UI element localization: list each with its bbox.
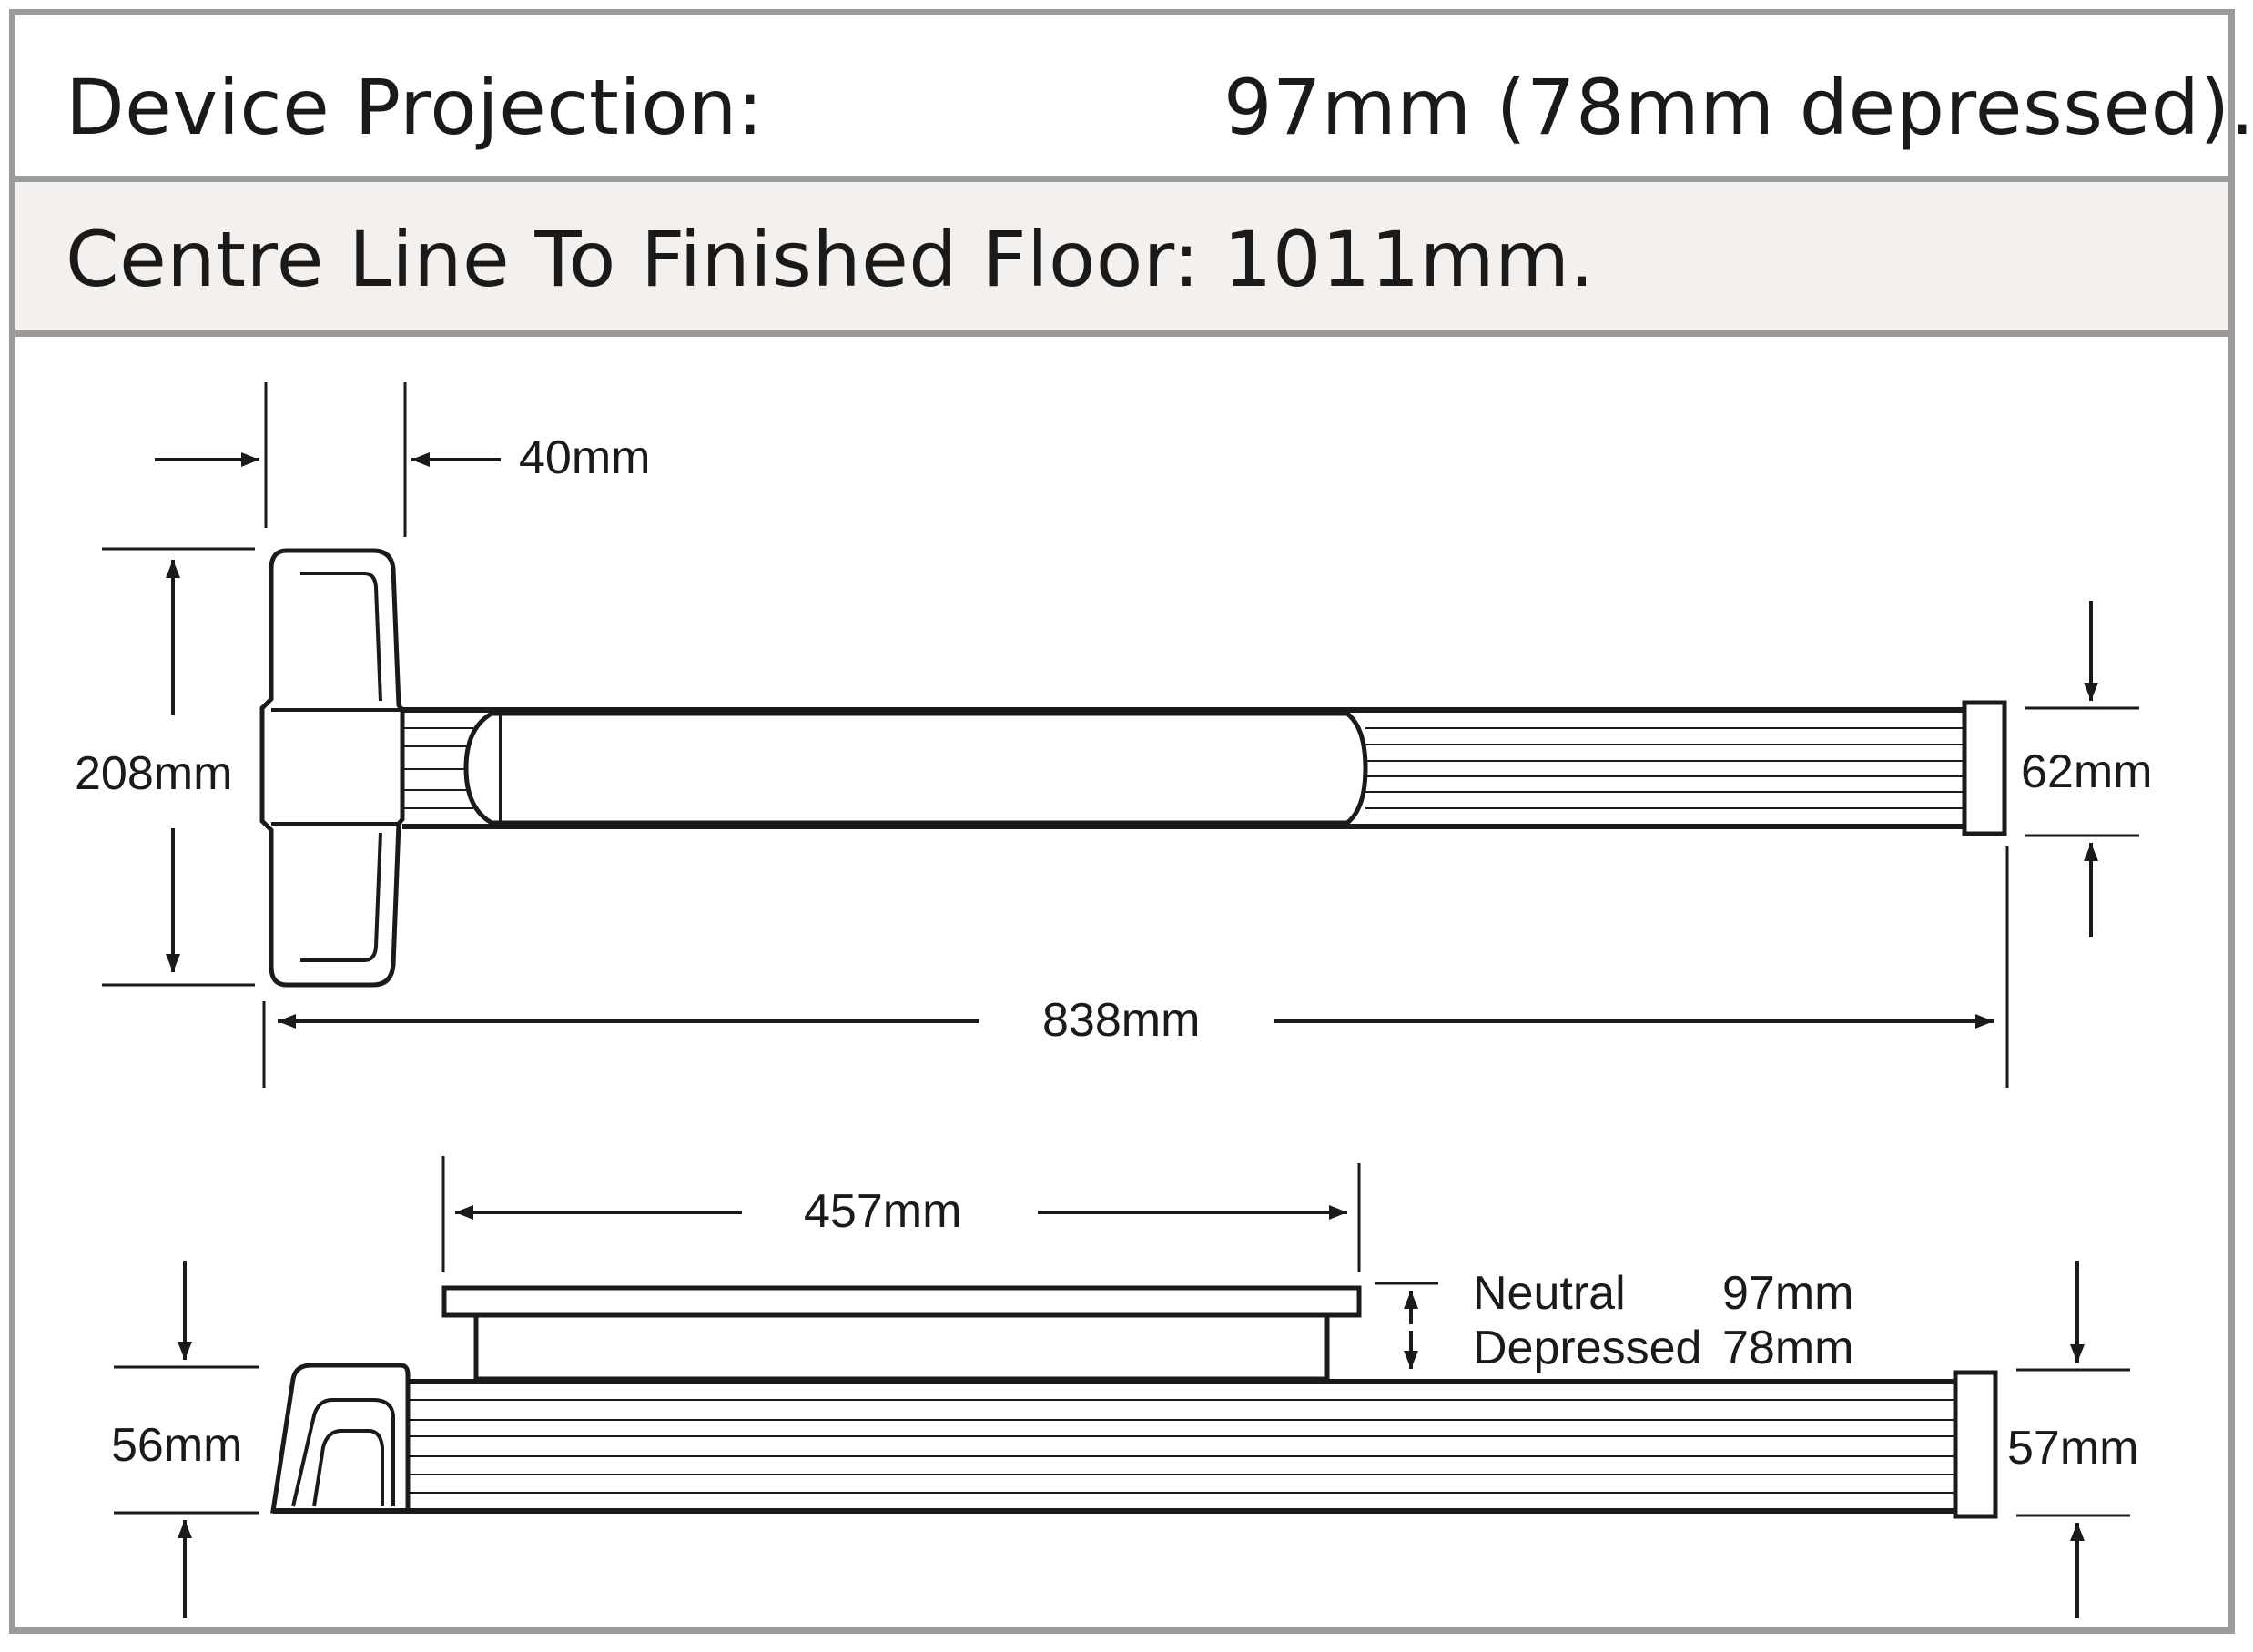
label-depressed: Depressed xyxy=(1473,1322,1701,1374)
side-view xyxy=(114,1156,2130,1618)
dim-travel xyxy=(1375,1282,1438,1369)
end-cap-housing xyxy=(259,548,405,988)
label-208mm: 208mm xyxy=(75,747,232,800)
channel-side xyxy=(273,1379,1955,1514)
label-neutral-value: 97mm xyxy=(1722,1267,1853,1320)
touch-pad xyxy=(463,711,1368,826)
label-neutral: Neutral xyxy=(1473,1267,1626,1320)
bar-body xyxy=(402,707,1964,829)
dim-touchbar-457 xyxy=(441,1156,1361,1272)
label-62mm: 62mm xyxy=(2021,745,2152,798)
touch-bar-side xyxy=(441,1285,1362,1318)
dim-width-40 xyxy=(155,382,501,537)
label-depressed-value: 78mm xyxy=(1722,1322,1853,1374)
label-57mm: 57mm xyxy=(2007,1422,2138,1475)
touch-bar-mount xyxy=(473,1312,1330,1382)
dim-height-208 xyxy=(102,547,255,987)
label-838mm: 838mm xyxy=(1042,994,1200,1047)
projection-value: 97mm (78mm depressed). xyxy=(1223,63,2253,152)
floor-value: 1011mm. xyxy=(1223,215,1595,304)
dim-bar-62 xyxy=(2025,601,2139,937)
dim-height-56 xyxy=(114,1261,259,1618)
projection-label: Device Projection: xyxy=(66,63,764,152)
bar-ribs xyxy=(1365,727,1964,809)
channel-ribs xyxy=(408,1399,1955,1494)
spec-row-floor: Centre Line To Finished Floor: 1011mm. xyxy=(15,182,2228,337)
end-cap-right xyxy=(1962,700,2007,836)
top-view xyxy=(102,382,2139,1088)
dim-height-57 xyxy=(2016,1261,2130,1618)
housing-side xyxy=(270,1363,411,1514)
label-40mm: 40mm xyxy=(519,431,650,484)
spec-row-projection: Device Projection: 97mm (78mm depressed)… xyxy=(15,15,2253,182)
end-cap-side xyxy=(1953,1370,1998,1519)
label-56mm: 56mm xyxy=(111,1419,242,1472)
label-457mm: 457mm xyxy=(804,1185,961,1238)
dim-length-838 xyxy=(262,846,2009,1088)
floor-label: Centre Line To Finished Floor: xyxy=(66,215,1201,304)
